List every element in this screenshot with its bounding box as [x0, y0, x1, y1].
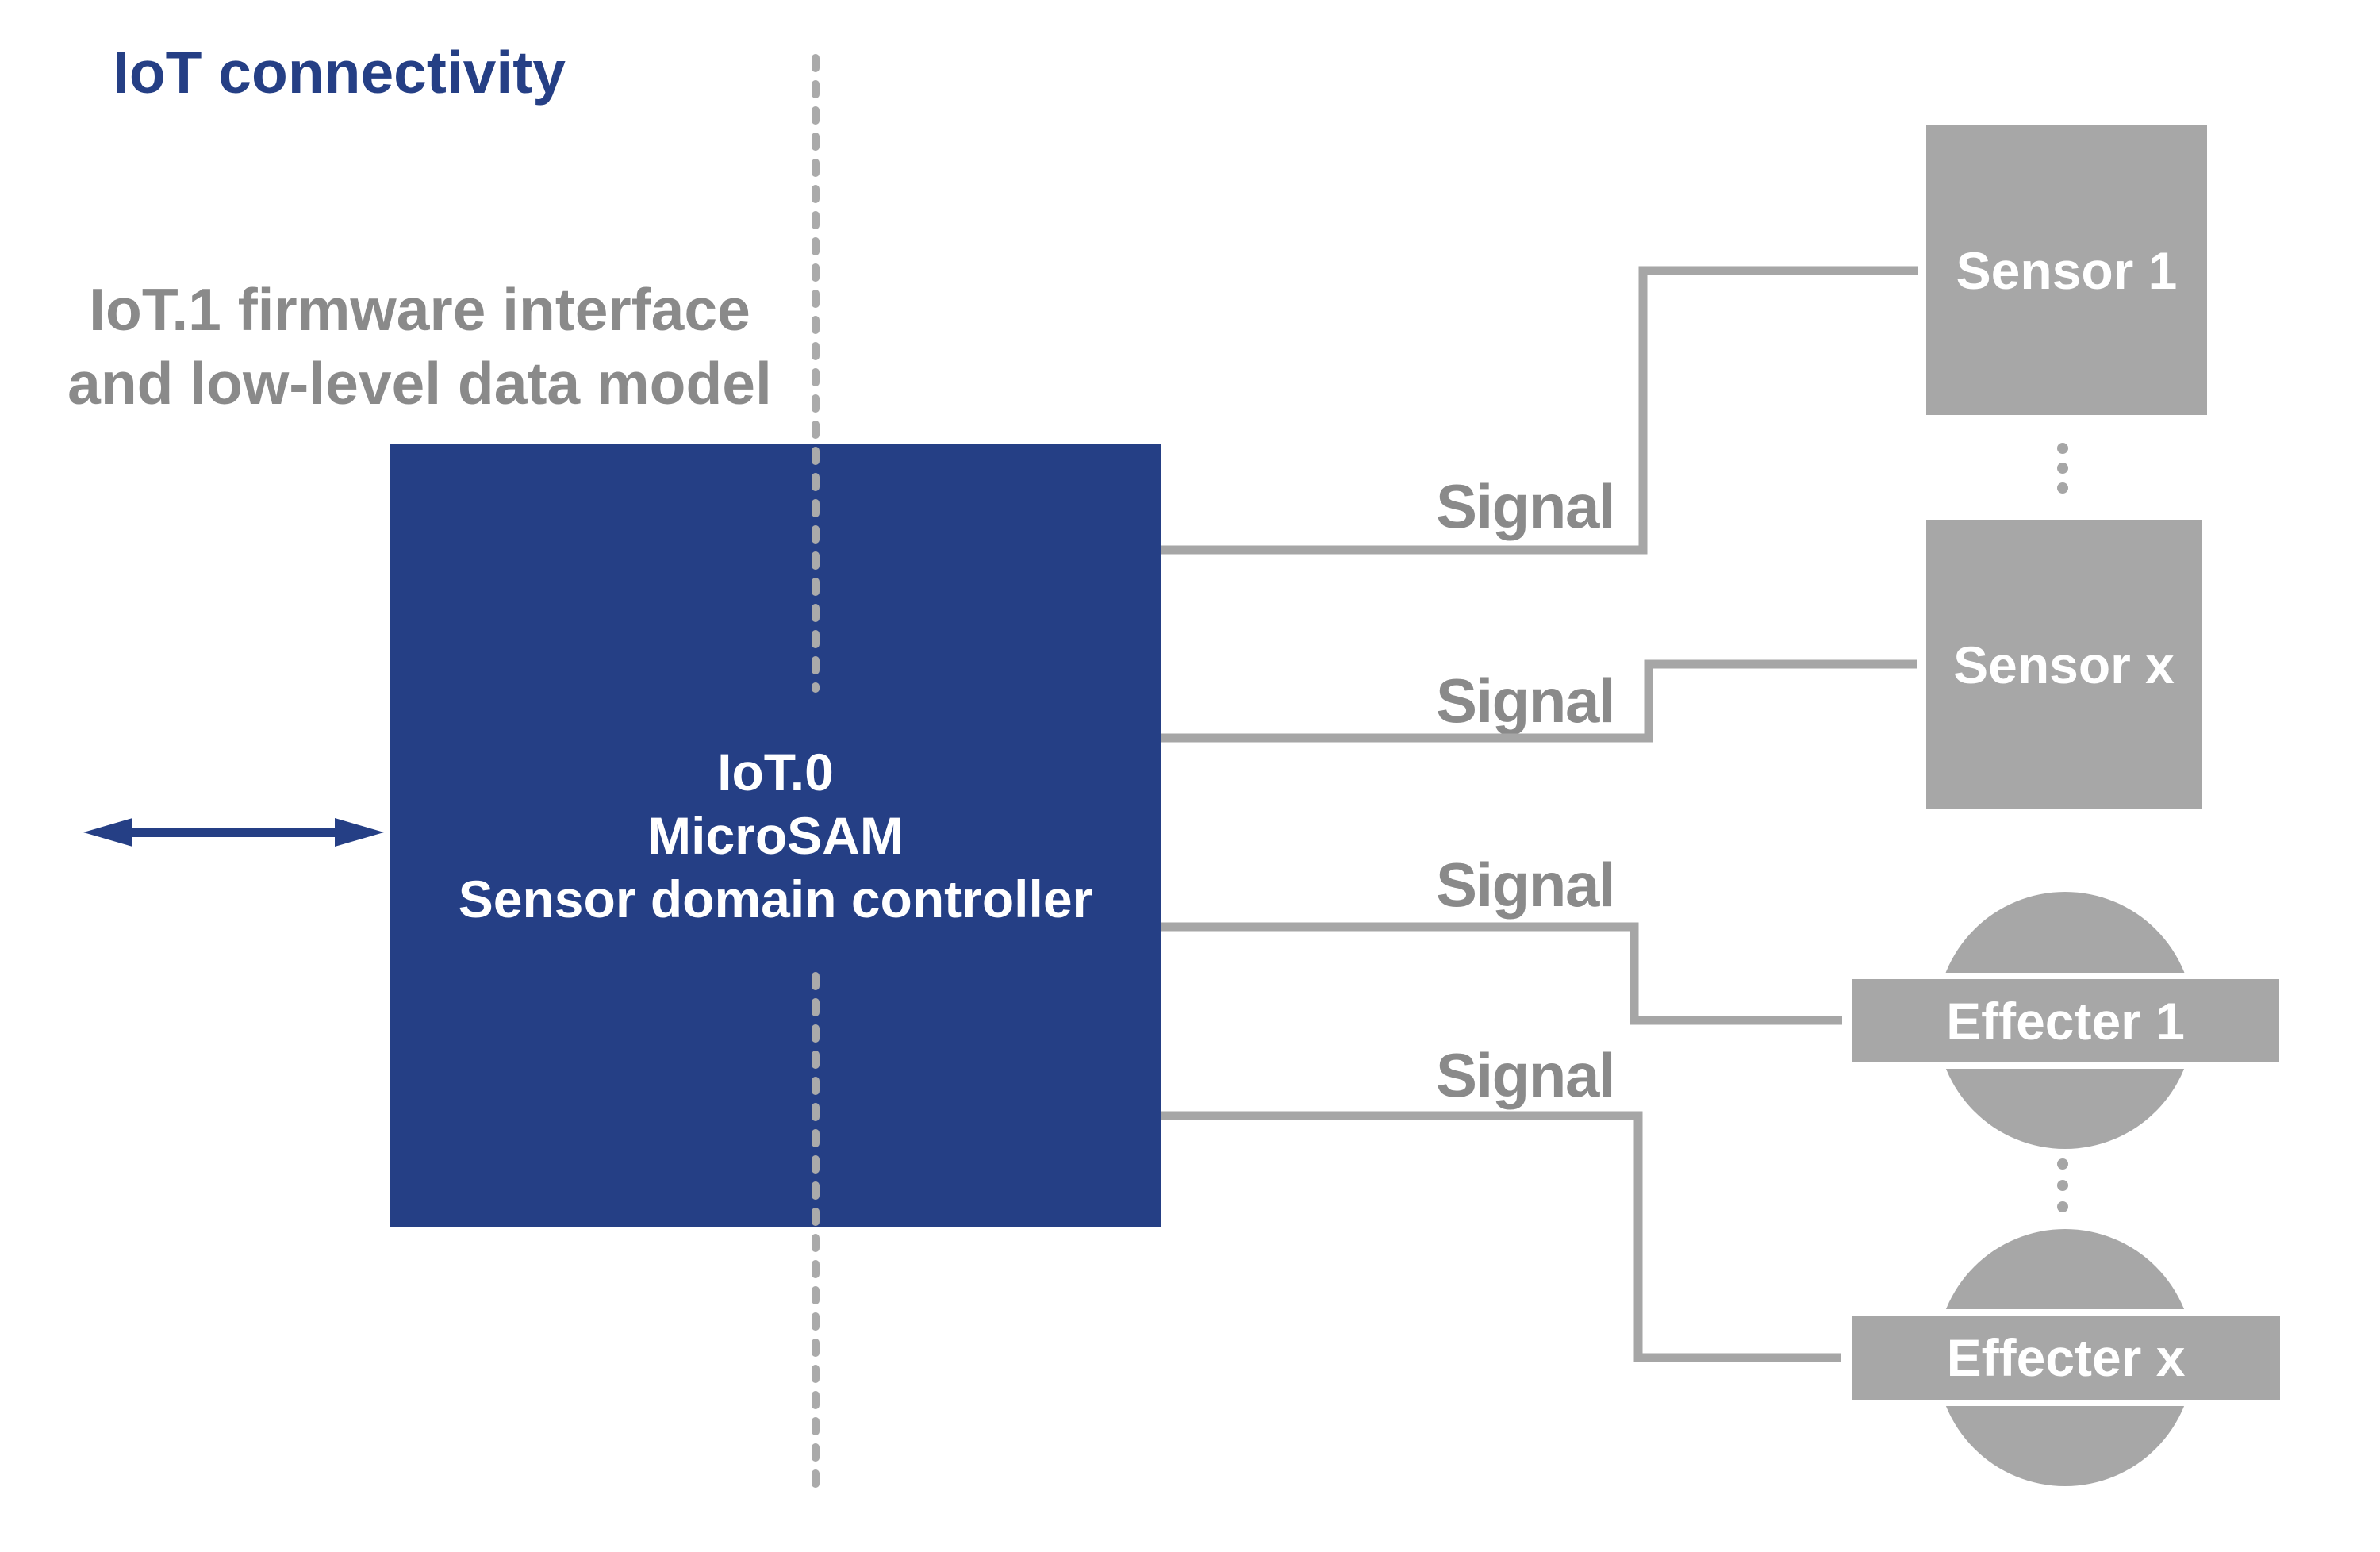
controller-label-line-1: IoT.0 — [717, 743, 834, 801]
sensor-x-label: Sensor x — [1953, 635, 2175, 694]
signal-lines — [1161, 266, 1918, 1362]
double-headed-arrow-icon — [83, 818, 384, 847]
effecter-vertical-ellipsis-icon — [2057, 1158, 2068, 1212]
controller-label-line-3: Sensor domain controller — [458, 870, 1093, 928]
signal-line-effecter-x — [1161, 1111, 1841, 1362]
signal-label-1: Signal — [1435, 471, 1616, 541]
signal-line-effecter-1 — [1161, 922, 1842, 1025]
controller-label: IoT.0 MicroSAM Sensor domain controller — [390, 444, 1161, 1227]
signal-label-3: Signal — [1435, 850, 1616, 920]
sensor-vertical-ellipsis-icon — [2057, 443, 2068, 494]
effecter-1-band: Effecter 1 — [1852, 973, 2279, 1069]
controller-label-line-2: MicroSAM — [647, 806, 904, 865]
effecter-1-label: Effecter 1 — [1946, 991, 2185, 1051]
annotation-line-1: IoT.1 firmware interface — [89, 276, 750, 343]
signal-label-2: Signal — [1435, 666, 1616, 736]
effecter-x-label: Effecter x — [1946, 1328, 2186, 1387]
signal-label-4: Signal — [1435, 1040, 1616, 1110]
annotation-line-2: and low-level data model — [67, 350, 772, 417]
page-title: IoT connectivity — [113, 39, 566, 106]
firmware-interface-annotation: IoT.1 firmware interface and low-level d… — [63, 273, 777, 421]
controller-box — [390, 444, 1161, 1227]
sensor-1-label: Sensor 1 — [1956, 240, 2178, 300]
effecter-x-band: Effecter x — [1852, 1309, 2280, 1406]
sensor-1-box: Sensor 1 — [1926, 125, 2207, 415]
sensor-x-box: Sensor x — [1926, 520, 2202, 809]
